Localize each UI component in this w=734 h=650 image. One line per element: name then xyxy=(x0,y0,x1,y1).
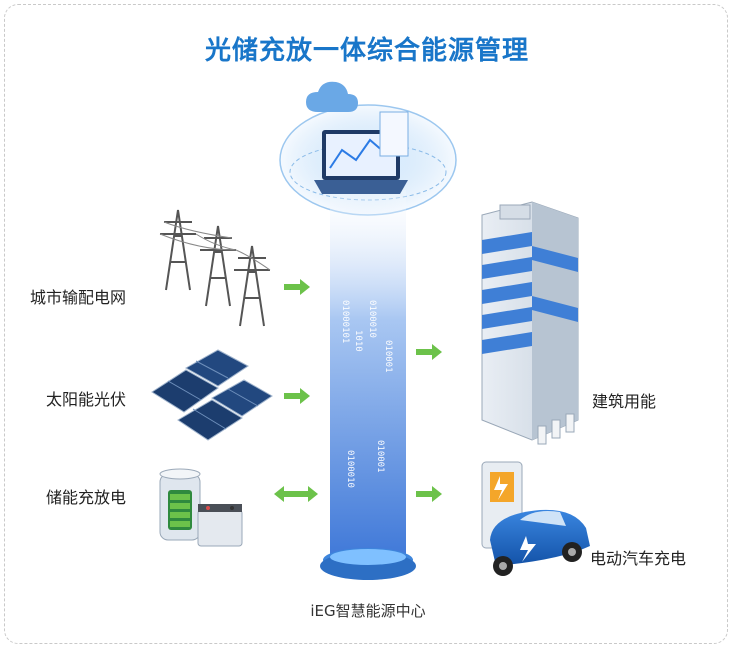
arrow-grid-to-center xyxy=(284,279,310,295)
arrow-solar-to-center xyxy=(284,388,310,404)
diagram-title: 光储充放一体综合能源管理 xyxy=(204,36,529,66)
svg-text:0100010: 0100010 xyxy=(345,450,355,488)
svg-text:01000101: 01000101 xyxy=(340,300,350,343)
data-tower-icon: 01000101 0100010 1010 010001 0100010 010… xyxy=(279,81,457,580)
center-label: iEG智慧能源中心 xyxy=(310,602,425,620)
arrow-center-to-building xyxy=(416,344,442,360)
arrow-center-to-ev xyxy=(416,486,442,502)
load-label-building: 建筑用能 xyxy=(592,392,657,411)
source-label-grid: 城市输配电网 xyxy=(30,288,127,307)
building-icon xyxy=(481,201,579,445)
svg-text:0100010: 0100010 xyxy=(367,300,377,338)
svg-text:010001: 010001 xyxy=(375,440,385,473)
load-label-ev: 电动汽车充电 xyxy=(590,549,687,568)
arrow-storage-bidirectional xyxy=(274,486,318,502)
diagram-frame xyxy=(4,4,728,644)
power-tower-icon xyxy=(159,209,271,327)
battery-storage-icon xyxy=(159,468,243,547)
source-label-storage: 储能充放电 xyxy=(46,488,127,507)
ev-charging-icon xyxy=(481,461,590,576)
source-label-solar: 太阳能光伏 xyxy=(46,390,127,409)
svg-text:010001: 010001 xyxy=(383,340,393,373)
svg-text:1010: 1010 xyxy=(353,330,363,352)
solar-panel-icon xyxy=(151,349,273,441)
